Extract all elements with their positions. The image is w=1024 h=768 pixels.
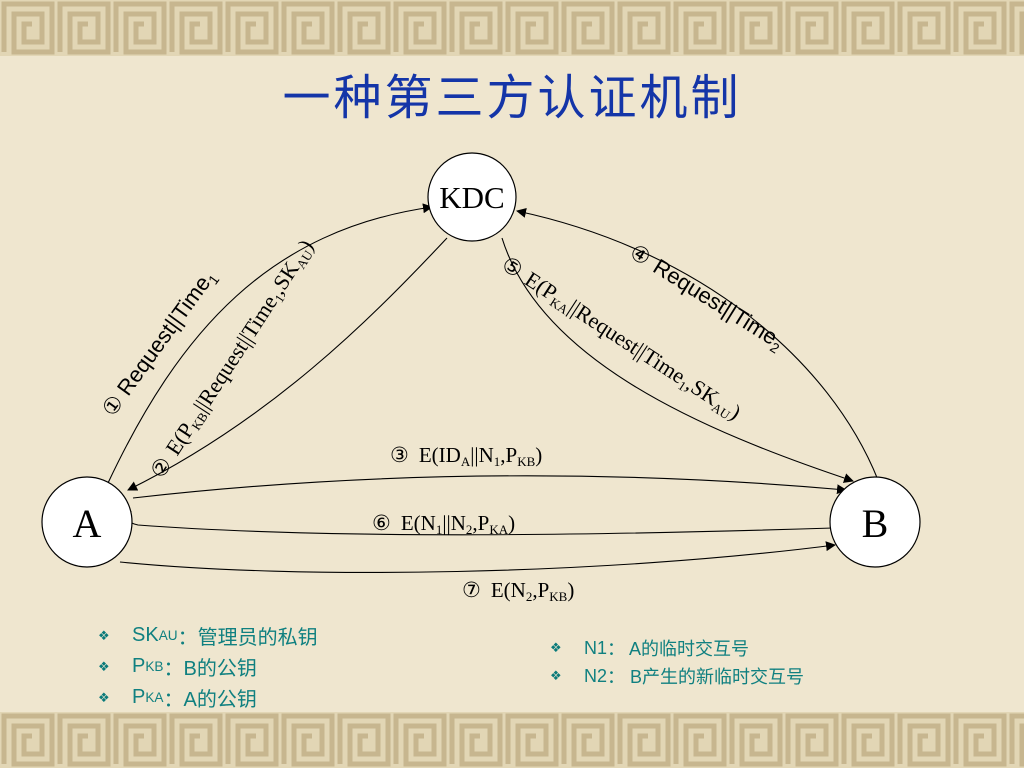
diamond-bullet-icon: ❖ [550, 640, 562, 655]
page-title: 一种第三方认证机制 [282, 70, 742, 126]
b-label: B [862, 501, 889, 546]
arrow-7-a-to-b [119, 541, 836, 573]
arrow-2-kdc-to-a [127, 237, 448, 491]
b-node: B [829, 476, 921, 568]
diamond-bullet-icon: ❖ [98, 658, 110, 674]
legend-item: ❖ N1： A的临时交互号 [550, 637, 750, 660]
diamond-bullet-icon: ❖ [98, 627, 110, 643]
message-2-label: ②E(PKB||Request||Time1,SKAU) [145, 235, 320, 484]
top-border-pattern [0, 0, 1024, 56]
a-node: A [41, 476, 133, 568]
kdc-node: KDC [427, 152, 517, 242]
arrow-3-a-to-b [132, 475, 847, 499]
message-5-label: ⑤E(PKA||Request||Time1,SKAU) [496, 251, 745, 426]
diamond-bullet-icon: ❖ [550, 668, 562, 683]
diamond-bullet-icon: ❖ [98, 689, 110, 705]
a-label: A [73, 501, 102, 546]
arrow-4-b-to-kdc [516, 207, 879, 481]
arrow-5-kdc-to-b [501, 237, 854, 483]
message-4-label: ④Request||Time2 [624, 239, 789, 357]
legend-right: ❖ N1： A的临时交互号 ❖ N2： B产生的新临时交互号 [550, 634, 804, 690]
legend-item: ❖ N2： B产生的新临时交互号 [550, 665, 805, 688]
kdc-label: KDC [439, 180, 504, 215]
bottom-border-pattern [0, 712, 1024, 768]
arrow-1-a-to-kdc [107, 203, 433, 484]
